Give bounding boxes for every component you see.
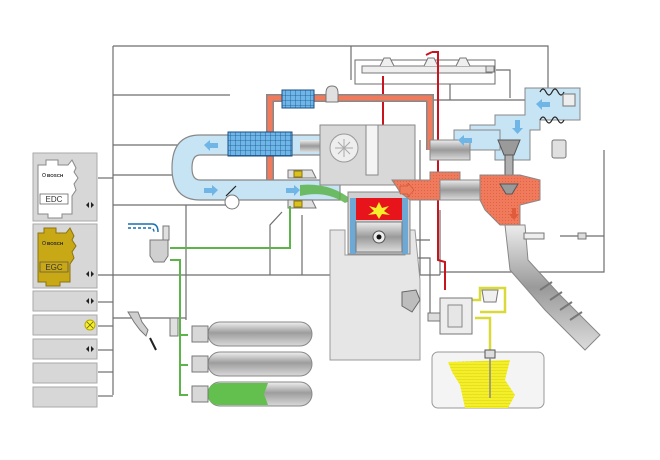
intercooler bbox=[227, 131, 293, 157]
bidirectional-arrow-icon bbox=[86, 271, 94, 277]
gas-pressure-regulator bbox=[149, 225, 170, 263]
gas-line bbox=[170, 206, 291, 396]
warning-lamp-icon bbox=[84, 319, 96, 331]
high-pressure-pump bbox=[427, 297, 473, 335]
ecu-edc[interactable]: BOSCH EDC bbox=[37, 159, 94, 219]
accelerator-pedal bbox=[127, 311, 157, 351]
gas-mixture-stream bbox=[300, 184, 352, 203]
crankshaft-sensor bbox=[401, 289, 421, 313]
gas-cylinder bbox=[191, 351, 313, 377]
gas-pressure-sensor bbox=[169, 317, 179, 337]
bidirectional-arrow-icon bbox=[86, 298, 94, 304]
air-intake-bellows bbox=[539, 88, 565, 124]
ecu-egc-brand: BOSCH bbox=[47, 241, 63, 246]
low-pressure-fuel-line bbox=[470, 286, 507, 350]
lambda-sensor bbox=[523, 232, 587, 240]
gas-cylinder bbox=[191, 381, 313, 407]
airflow-arrow-icon bbox=[458, 99, 550, 146]
gas-injector-rail bbox=[287, 169, 317, 209]
egr-valve bbox=[325, 85, 339, 103]
bidirectional-arrow-icon bbox=[86, 202, 94, 208]
common-rail bbox=[354, 57, 496, 85]
ecu-egc-label: EGC bbox=[45, 263, 63, 272]
diesel-tank bbox=[431, 349, 545, 409]
combustion-chamber bbox=[356, 198, 402, 220]
ecu-egc[interactable]: BOSCH EGC bbox=[37, 227, 94, 287]
turbocharger bbox=[429, 87, 581, 226]
gas-fill-level bbox=[208, 383, 268, 405]
coolant-line bbox=[128, 223, 159, 233]
egr-cooler bbox=[281, 89, 315, 109]
ecu-edc-label: EDC bbox=[46, 195, 63, 204]
ecu-edc-brand: BOSCH bbox=[47, 173, 63, 178]
bosch-logo-icon bbox=[42, 241, 46, 245]
air-mass-sensor bbox=[562, 93, 576, 107]
diesel-injector bbox=[365, 124, 379, 176]
gas-cylinder bbox=[191, 321, 313, 347]
fuel-filter bbox=[481, 289, 499, 303]
bidirectional-arrow-icon bbox=[86, 346, 94, 352]
exhaust-pipe bbox=[504, 224, 601, 351]
piston bbox=[355, 221, 403, 253]
airflow-arrow-icon bbox=[204, 140, 300, 196]
exhaust-manifold bbox=[391, 171, 491, 201]
throttle-valve bbox=[224, 185, 240, 210]
bosch-logo-icon bbox=[42, 173, 46, 177]
boost-pressure-sensor bbox=[551, 139, 567, 159]
